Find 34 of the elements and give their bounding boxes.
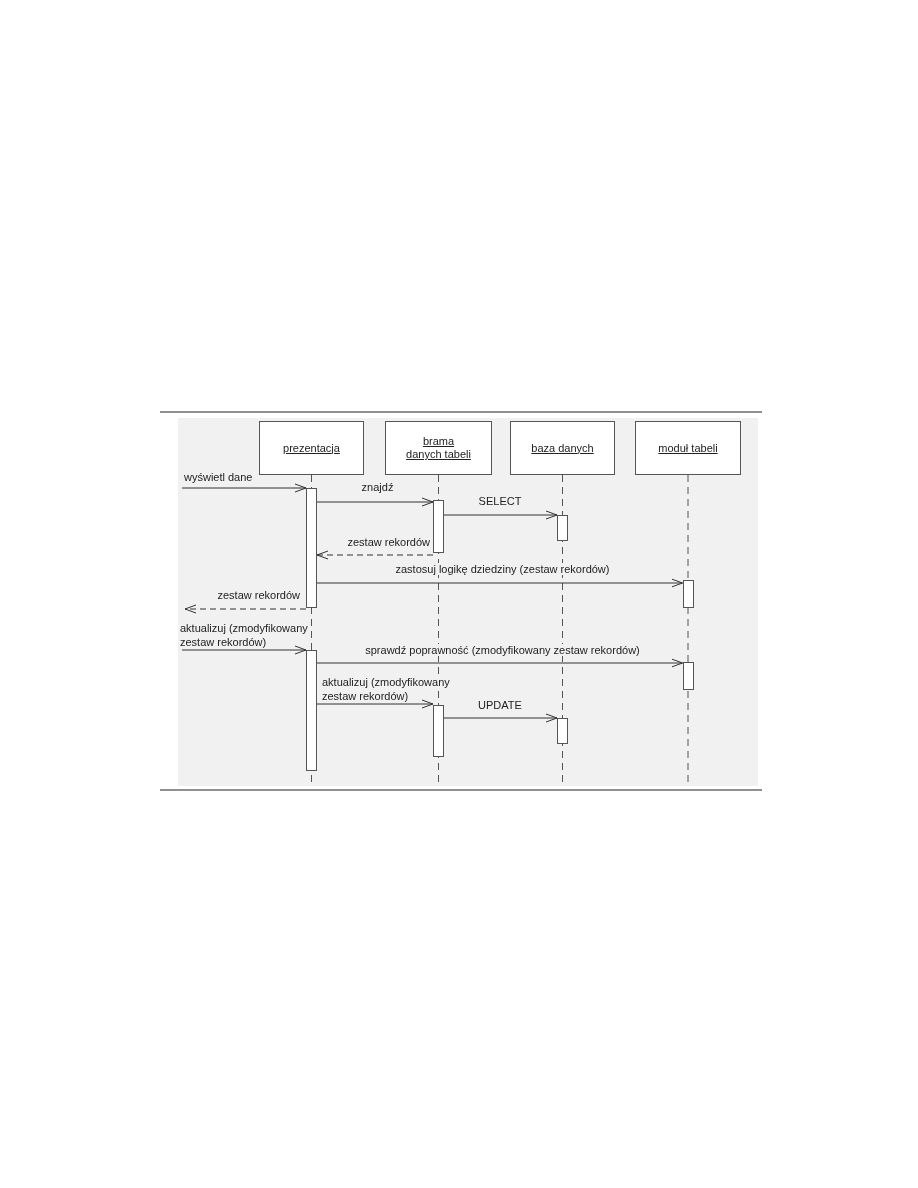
message-arrow (181, 483, 307, 493)
message-arrow (316, 658, 683, 668)
participant-box (635, 421, 741, 475)
message-arrow (316, 699, 434, 709)
message-label: sprawdź poprawność (zmodyfikowany zestaw rekordów) (364, 643, 641, 657)
return-arrow (184, 604, 307, 614)
participant-name: baza danych (530, 441, 595, 455)
activation-bar (433, 705, 444, 757)
participant-name: moduł tabeli (657, 441, 719, 455)
activation-bar (557, 515, 568, 541)
activation-bar (433, 500, 444, 553)
message-label: zastosuj logikę dziedziny (zestaw rekordów) (394, 562, 611, 576)
activation-bar (306, 650, 317, 771)
message-arrow (181, 645, 307, 655)
return-arrow (316, 550, 434, 560)
message-label: wyświetl dane (184, 470, 254, 484)
message-label: zestaw rekordów (216, 588, 300, 602)
activation-bar (306, 488, 317, 608)
participant-box (510, 421, 615, 475)
message-arrow (316, 497, 434, 507)
participant-name: brama danych tabeli (405, 435, 472, 461)
activation-bar (557, 718, 568, 744)
participant-box (259, 421, 364, 475)
message-label: UPDATE (477, 698, 523, 712)
message-arrow (443, 510, 558, 520)
activation-bar (682, 580, 694, 608)
participant-box (385, 421, 492, 475)
message-label: znajdź (360, 480, 395, 494)
participant-name: prezentacja (282, 441, 341, 455)
message-label: zestaw rekordów (346, 535, 430, 549)
message-label: SELECT (477, 494, 523, 508)
activation-bar (682, 662, 694, 690)
message-arrow (316, 578, 683, 588)
message-arrow (443, 713, 558, 723)
